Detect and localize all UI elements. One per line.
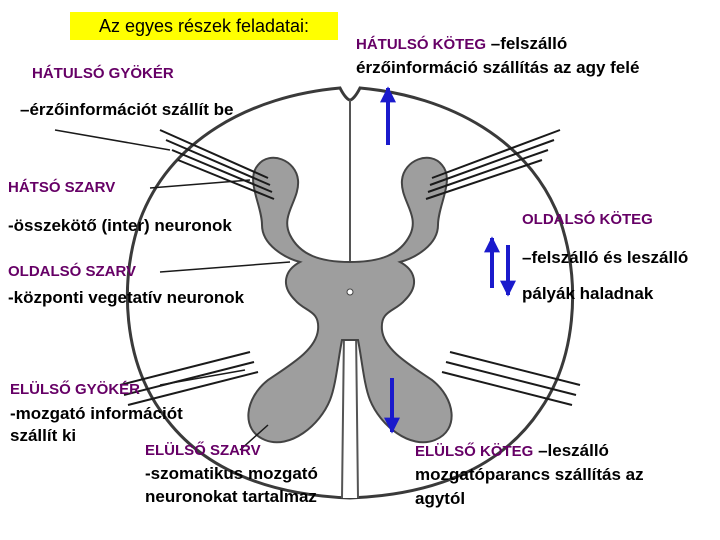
dorsal-horn-desc: -összekötő (inter) neuronok [8, 216, 232, 235]
ventral-root-desc-1: -mozgató információt [10, 404, 183, 423]
gray-matter [247, 156, 453, 444]
ventral-column-label: ELÜLSŐ KÖTEG [415, 443, 534, 460]
ventral-root-label: ELÜLSŐ GYÖKÉR [10, 381, 141, 398]
ventral-horn-label: ELÜLSŐ SZARV [145, 442, 261, 459]
dorsal-column-desc-2: érzőinformáció szállítás az agy felé [356, 58, 640, 77]
title-box: Az egyes részek feladatai: [70, 12, 338, 40]
dorsal-horn-label: HÁTSÓ SZARV [8, 179, 116, 196]
ventral-root-desc-2: szállít ki [10, 426, 77, 445]
left-dorsal-root [159, 129, 275, 200]
ventral-column-desc-2: mozgatóparancs szállítás az [415, 465, 644, 484]
ventral-horn-desc-1: -szomatikus mozgató [145, 464, 318, 483]
dorsal-column-desc-1: –felszálló [490, 34, 568, 53]
dorsal-column-line-1: HÁTULSÓ KÖTEG –felszálló [356, 34, 567, 55]
left-ventral-root [119, 351, 259, 406]
right-dorsal-root [425, 129, 561, 200]
dorsal-root-label: HÁTULSÓ GYÖKÉR [32, 65, 174, 82]
lateral-column-desc-1: –felszálló és leszálló [522, 248, 689, 267]
page-title: Az egyes részek feladatai: [98, 16, 310, 36]
ventral-column-line-1: ELÜLSŐ KÖTEG –leszálló [415, 441, 609, 462]
right-ventral-root [441, 351, 581, 406]
lateral-horn-desc: -központi vegetatív neuronok [8, 288, 245, 307]
leader-lines [54, 129, 291, 451]
lateral-horn-label: OLDALSÓ SZARV [8, 263, 137, 280]
ventral-horn-desc-2: neuronokat tartalmaz [145, 487, 317, 506]
dorsal-column-label: HÁTULSÓ KÖTEG [356, 36, 486, 53]
lateral-column-desc-2: pályák haladnak [522, 284, 654, 303]
ventral-column-desc-3: agytól [415, 489, 466, 508]
central-canal [346, 288, 354, 296]
lateral-column-label: OLDALSÓ KÖTEG [522, 211, 653, 228]
dorsal-root-desc: –érzőinformációt szállít be [20, 100, 234, 119]
ventral-median-fissure [341, 323, 359, 499]
ventral-column-desc-1: –leszálló [533, 441, 609, 460]
